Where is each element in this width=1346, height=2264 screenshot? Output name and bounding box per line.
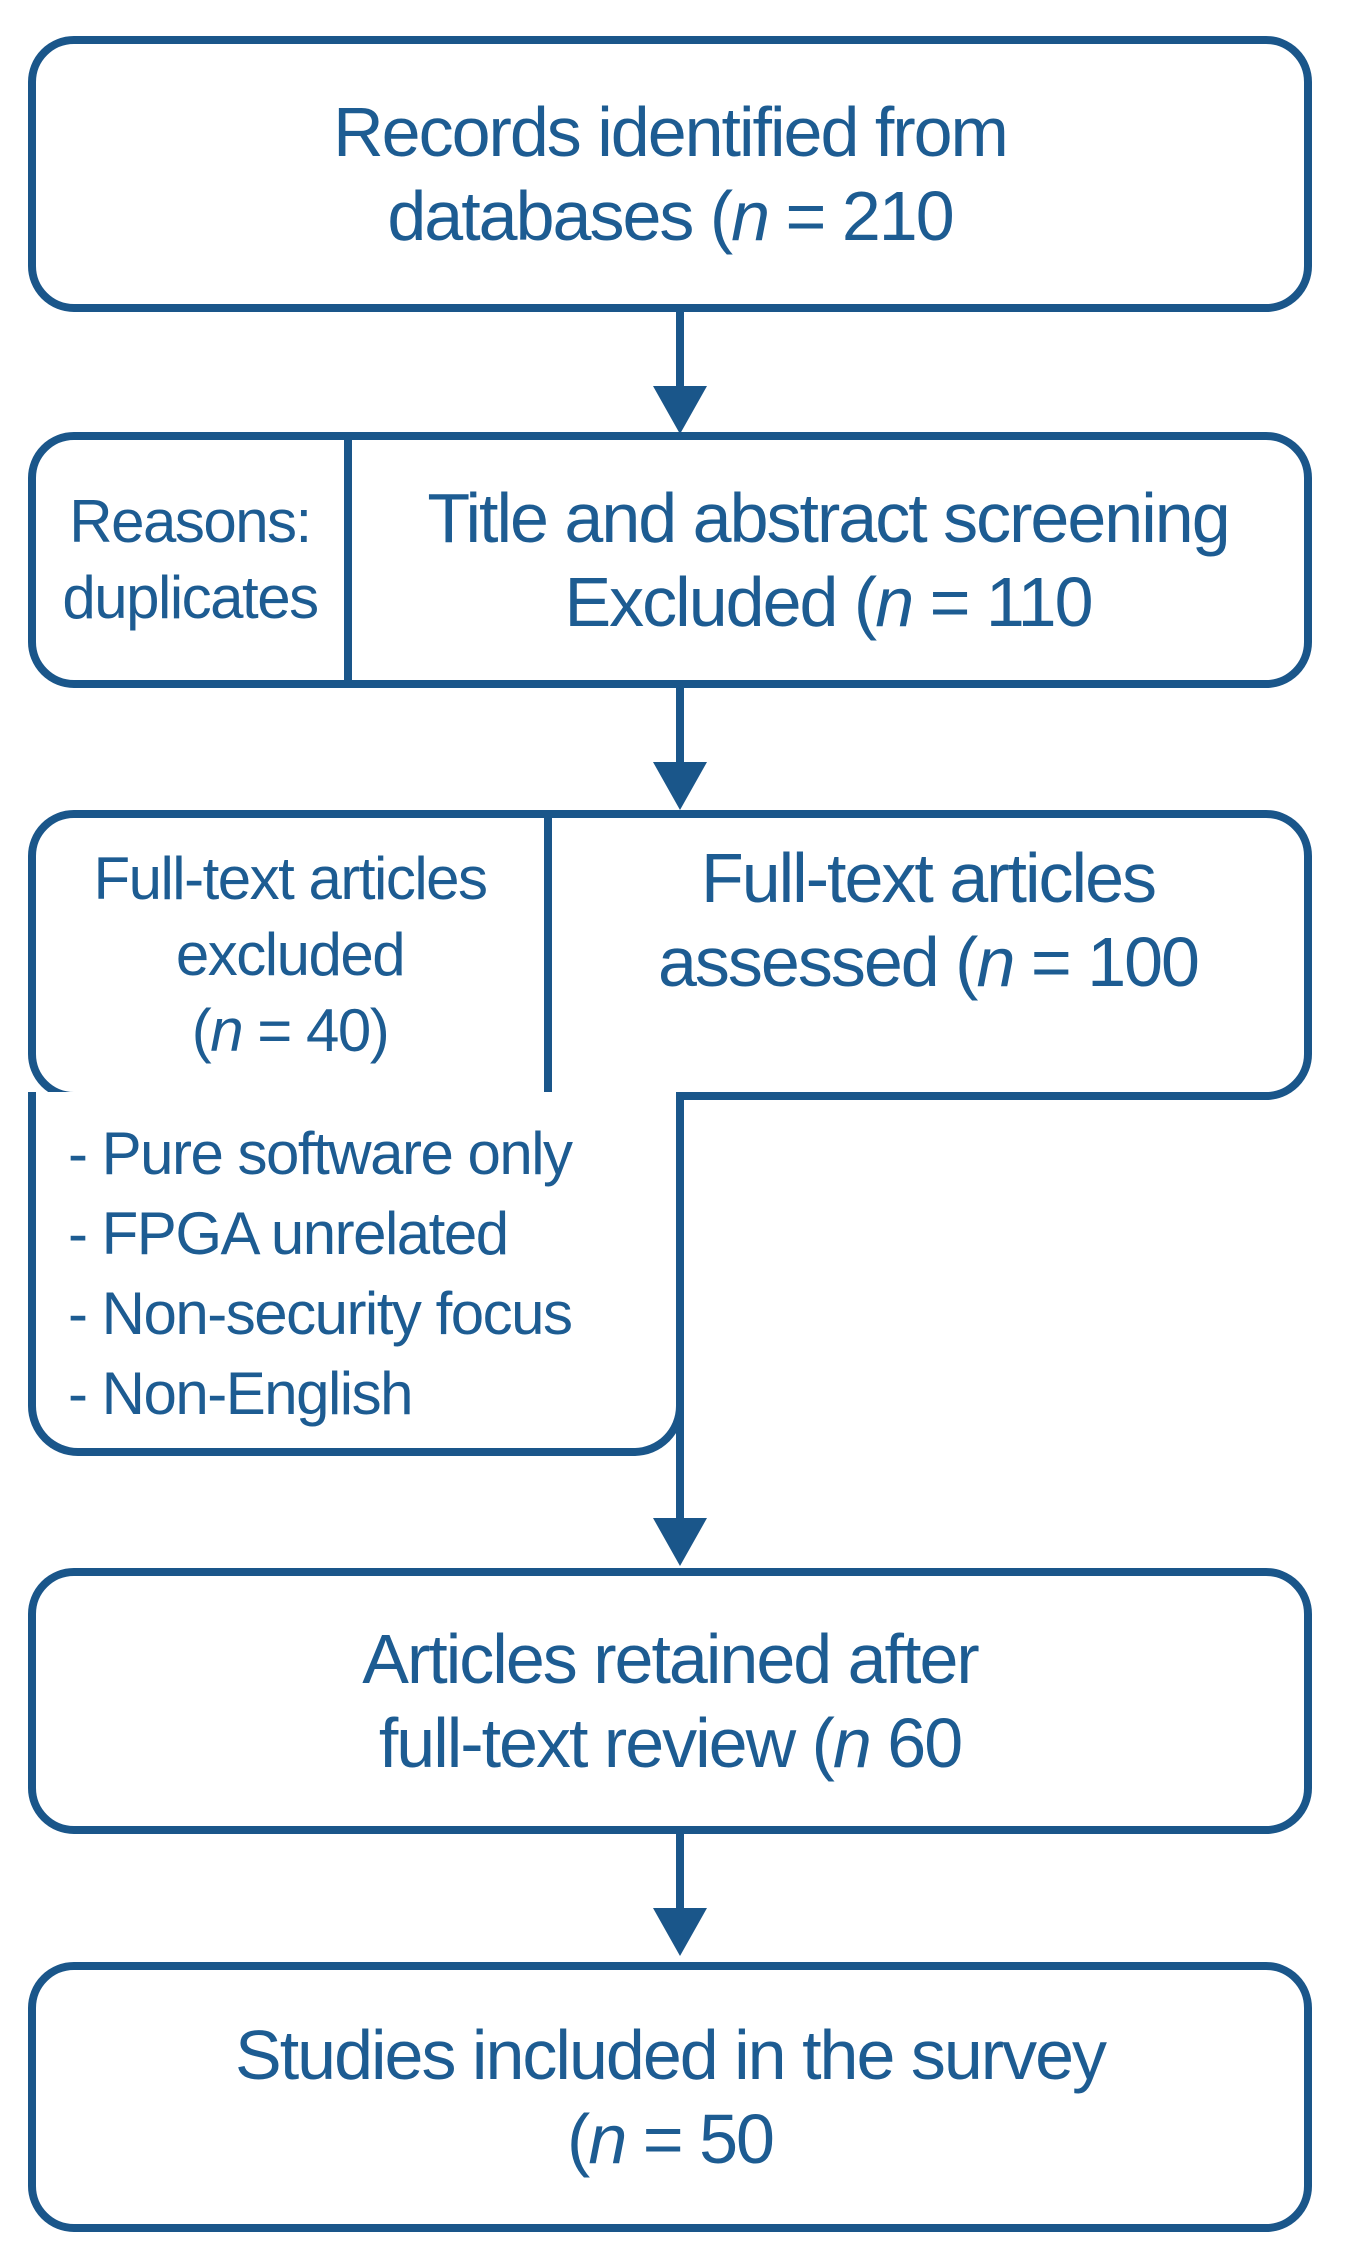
- node-retained: [28, 1568, 1312, 1834]
- fulltext-excluded-line2: excluded: [175, 921, 406, 988]
- arrow-down-icon-1: [653, 308, 707, 434]
- screening-side-line2: duplicates: [62, 564, 319, 631]
- fulltext-excluded-line1: Full-text articles: [93, 845, 488, 912]
- node-exclusion-reasons: [28, 1092, 684, 1456]
- arrow-down-icon-4: [653, 1830, 707, 1956]
- reason-item: - Non-English: [68, 1360, 414, 1427]
- records-line2: databases (n = 210: [387, 177, 954, 255]
- screening-divider-line: [344, 432, 352, 688]
- reason-item: - FPGA unrelated: [68, 1200, 509, 1267]
- n-variable: n: [210, 997, 243, 1064]
- node-retained-text: Articles retained after full-text review…: [36, 1576, 1304, 1826]
- retained-line2: full-text review (n 60: [378, 1704, 963, 1782]
- screening-side-line1: Reasons:: [69, 488, 312, 555]
- records-line1: Records identified from: [333, 93, 1009, 171]
- arrow-down-icon-2: [653, 684, 707, 810]
- n-variable: n: [588, 2100, 627, 2178]
- n-variable: n: [875, 563, 914, 641]
- n-variable: n: [976, 923, 1015, 1001]
- node-included-text: Studies included in the survey (n = 50: [36, 1970, 1304, 2224]
- screening-line2: Excluded (n = 110: [564, 563, 1093, 641]
- fulltext-excluded-line3: (n = 40): [191, 997, 390, 1064]
- screening-main-cell: Title and abstract screening Excluded (n…: [354, 442, 1302, 678]
- node-screening: [28, 432, 1312, 688]
- reason-item: - Non-security focus: [68, 1280, 573, 1347]
- included-line2: (n = 50: [567, 2100, 775, 2178]
- screening-line1: Title and abstract screening: [427, 479, 1230, 557]
- reason-item: - Pure software only: [68, 1120, 573, 1187]
- n-variable: n: [832, 1704, 872, 1782]
- fulltext-assessed-line1: Full-text articles: [700, 839, 1157, 917]
- fulltext-excluded-cell: Full-text articles excluded (n = 40): [38, 820, 542, 1090]
- exclusion-reasons-list: - Pure software only - FPGA unrelated - …: [36, 1100, 676, 1448]
- screening-side-cell: Reasons: duplicates: [38, 442, 342, 678]
- n-variable: n: [731, 177, 770, 255]
- retained-line1: Articles retained after: [362, 1620, 979, 1698]
- node-records-text: Records identified from databases (n = 2…: [36, 44, 1304, 304]
- fulltext-assessed-cell: Full-text articles assessed (n = 100: [554, 820, 1302, 1106]
- node-records: [28, 36, 1312, 312]
- node-included: [28, 1962, 1312, 2232]
- fulltext-divider-line: [544, 810, 552, 1100]
- included-line1: Studies included in the survey: [235, 2016, 1107, 2094]
- fulltext-assessed-line2: assessed (n = 100: [658, 923, 1200, 1001]
